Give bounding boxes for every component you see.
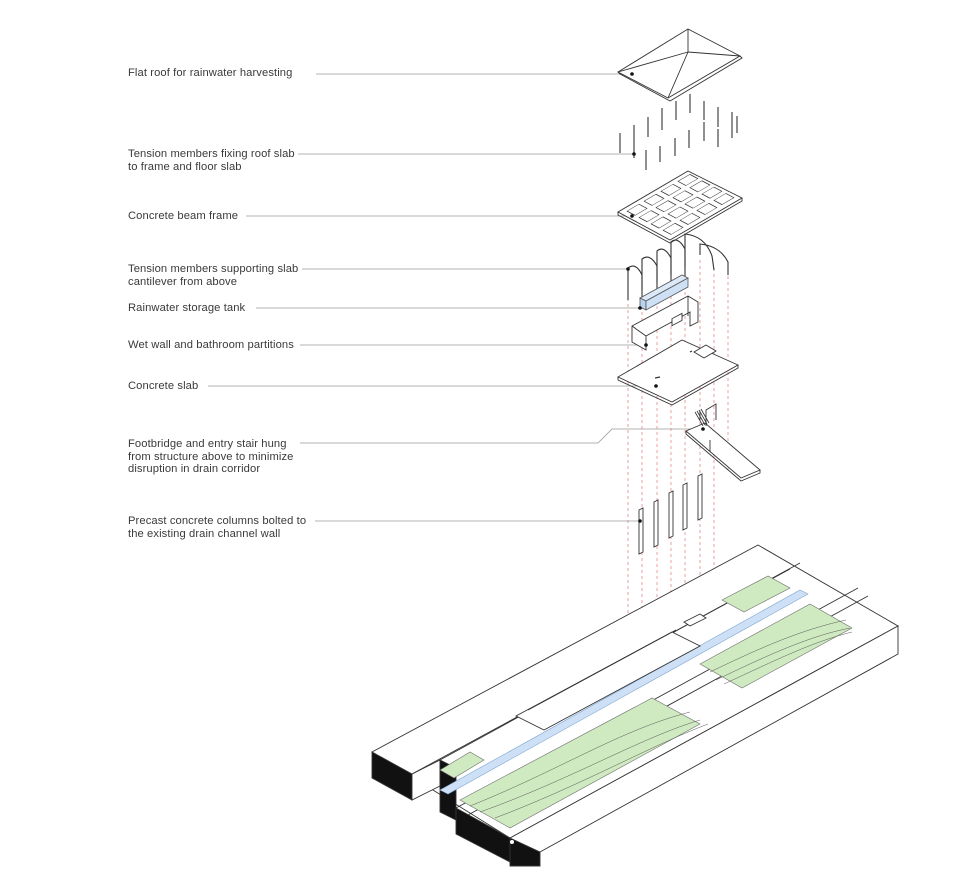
label-concrete-beam-frame: Concrete beam frame	[128, 210, 239, 222]
precast-columns	[638, 473, 703, 555]
label-precast-columns: Precast concrete columns bolted to the e…	[128, 515, 307, 540]
label-roof-tension-members: Tension members fixing roof slab to fram…	[128, 148, 295, 173]
label-concrete-slab: Concrete slab	[128, 380, 199, 392]
leader-dots	[626, 72, 705, 523]
label-wet-wall-partitions: Wet wall and bathroom partitions	[128, 339, 294, 351]
label-rainwater-storage-tank: Rainwater storage tank	[128, 302, 246, 314]
footbridge-and-stair	[685, 403, 761, 482]
flat-roof	[617, 28, 743, 102]
wet-wall-partitions	[631, 295, 699, 351]
label-footbridge-stair: Footbridge and entry stair hung from str…	[128, 438, 294, 475]
concrete-slab	[617, 339, 740, 406]
label-flat-roof: Flat roof for rainwater harvesting	[128, 67, 293, 79]
leader-lines	[208, 73, 703, 522]
roof-tension-members	[619, 94, 738, 170]
label-cantilever-tension-members: Tension members supporting slab cantilev…	[128, 263, 299, 288]
rainwater-storage-tank	[639, 274, 689, 311]
drain-channel-site	[371, 544, 899, 867]
concrete-beam-frame	[617, 170, 743, 244]
cantilever-tension-members	[627, 233, 729, 305]
